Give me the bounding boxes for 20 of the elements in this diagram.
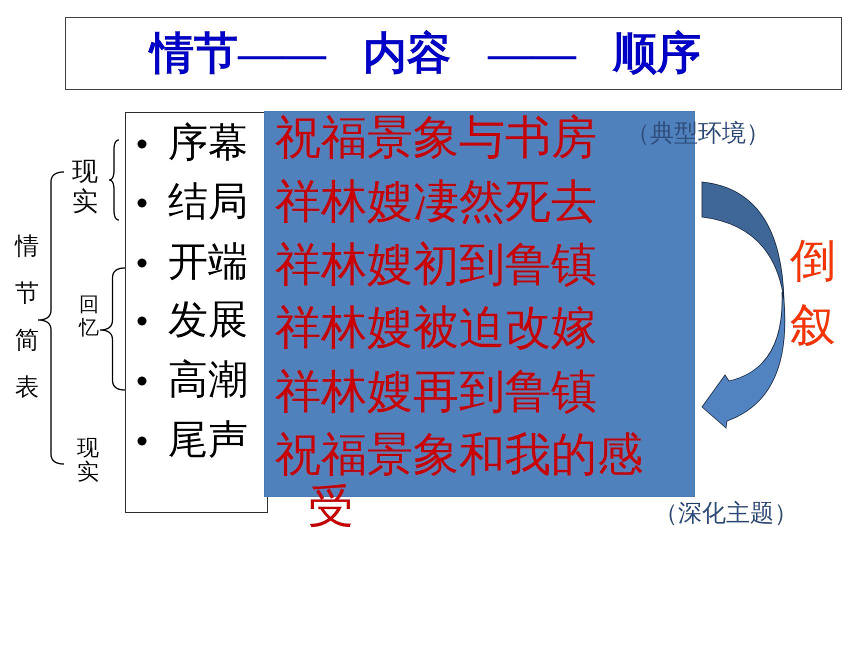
vertical-heading: 情节简表	[15, 233, 39, 403]
stage-label: 结局	[168, 180, 248, 224]
group-label: 现实	[72, 157, 98, 217]
event-text: 祥林嫂再到鲁镇	[275, 366, 597, 418]
group-label: 现实	[77, 436, 99, 484]
stage-label: 序幕	[168, 121, 248, 165]
event-text: 祥林嫂初到鲁镇	[275, 239, 597, 291]
event-text: 祥林嫂被迫改嫁	[275, 302, 597, 354]
list-panel	[125, 112, 268, 513]
group-label: 回忆	[79, 294, 99, 340]
event-text: 祥林嫂凄然死去	[275, 176, 597, 228]
title-banner: 情节—— 内容 —— 顺序	[65, 17, 842, 90]
stage-label: 开端	[168, 240, 248, 284]
stage-label: 发展	[168, 298, 248, 342]
event-text: 祝福景象与书房	[275, 112, 597, 164]
arrow-label: 倒叙	[790, 234, 836, 353]
event-text: 祝福景象和我的感受	[275, 429, 644, 533]
stage-label: 高潮	[168, 358, 248, 402]
annotation-note: （深化主题）	[654, 500, 798, 529]
stage-label: 尾声	[168, 418, 248, 462]
